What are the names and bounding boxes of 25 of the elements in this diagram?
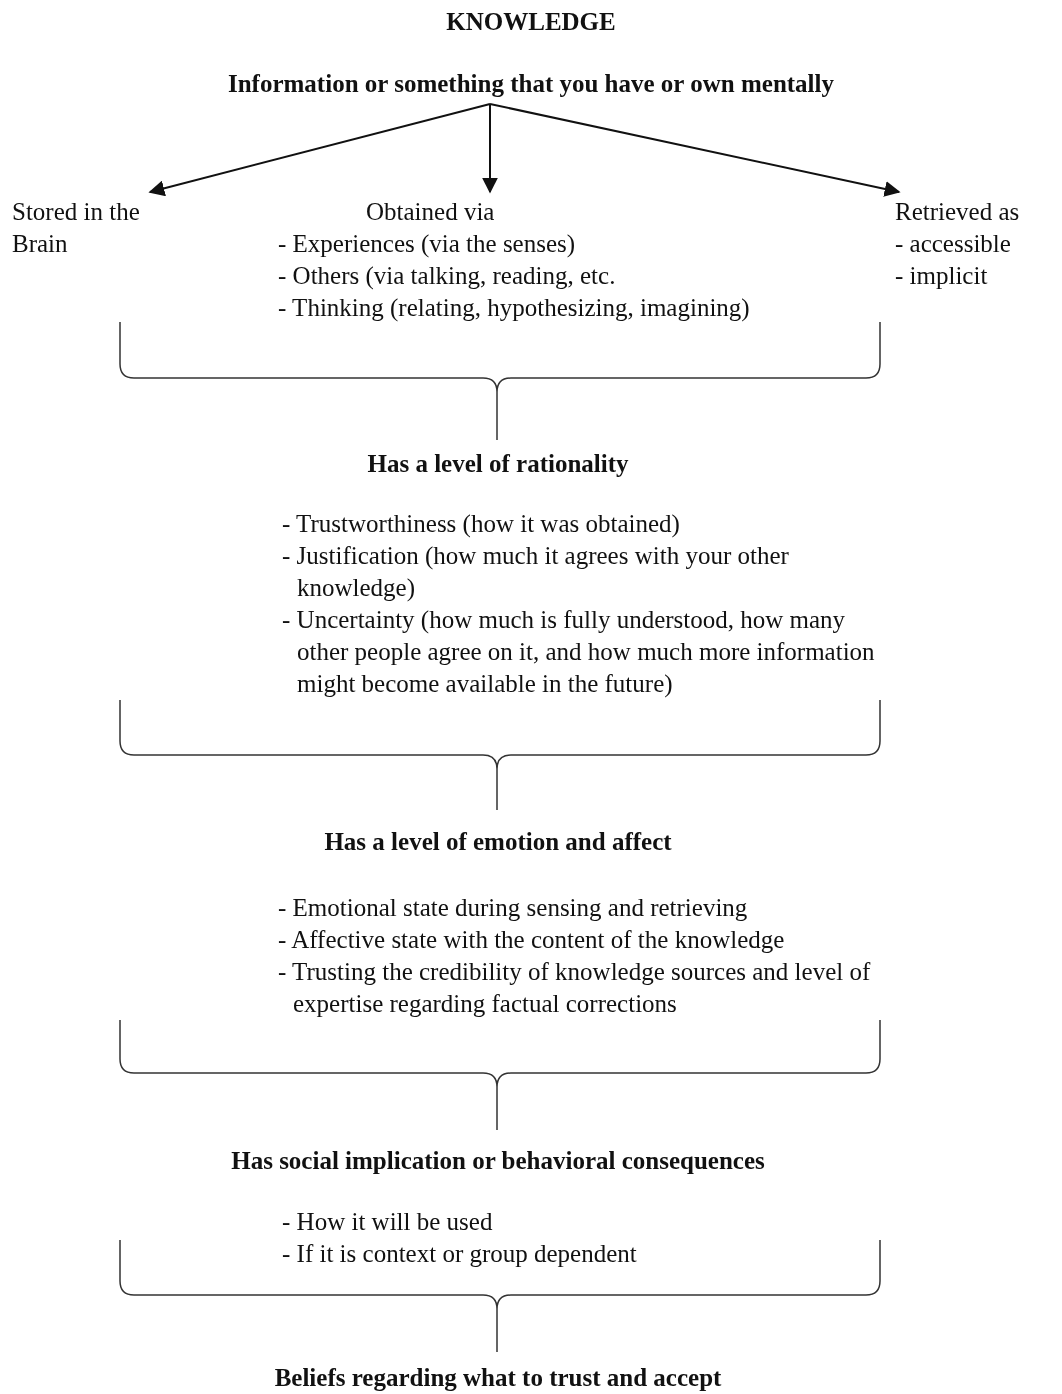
heading-text: Has a level of emotion and affect	[324, 827, 672, 857]
list-item: - Justification (how much it agrees with your other knowledge)	[282, 541, 790, 603]
heading-text: Beliefs regarding what to trust and accept	[274, 1363, 722, 1393]
list-item: - Trustworthiness (how it was obtained)	[282, 509, 681, 540]
node-text: Stored in the Brain	[12, 196, 187, 260]
heading-text: Has social implication or behavioral consequences	[231, 1146, 765, 1176]
list-item: - Others (via talking, reading, etc.	[278, 261, 617, 292]
list-item: - Experiences (via the senses)	[278, 229, 577, 260]
arrow	[489, 103, 901, 197]
list-item: - Trusting the credibility of knowledge sources and level of expertise regarding factual corrections	[278, 957, 872, 1019]
node-heading: Retrieved as	[895, 197, 1021, 227]
list-item: - Emotional state during sensing and retrieving	[278, 893, 749, 923]
arrow	[148, 103, 491, 197]
list-item: - Uncertainty (how much is fully understood, how many other people agree on it, and how much more information might become available in the future)	[282, 605, 876, 700]
list-item: - If it is context or group dependent	[282, 1239, 638, 1269]
heading-text: Information or something that you have or own mentally	[228, 68, 834, 100]
diagram-title: KNOWLEDGE	[446, 7, 616, 37]
heading-text: Has a level of rationality	[367, 449, 629, 479]
list-item: - Affective state with the content of the knowledge	[278, 925, 786, 955]
arrow	[482, 103, 498, 194]
list-item: - How it will be used	[282, 1207, 494, 1237]
list-item: - implicit	[895, 261, 989, 291]
list-item: - Thinking (relating, hypothesizing, imagining)	[278, 293, 751, 324]
list-item: - accessible	[895, 229, 1012, 259]
node-heading: Obtained via	[365, 197, 496, 227]
